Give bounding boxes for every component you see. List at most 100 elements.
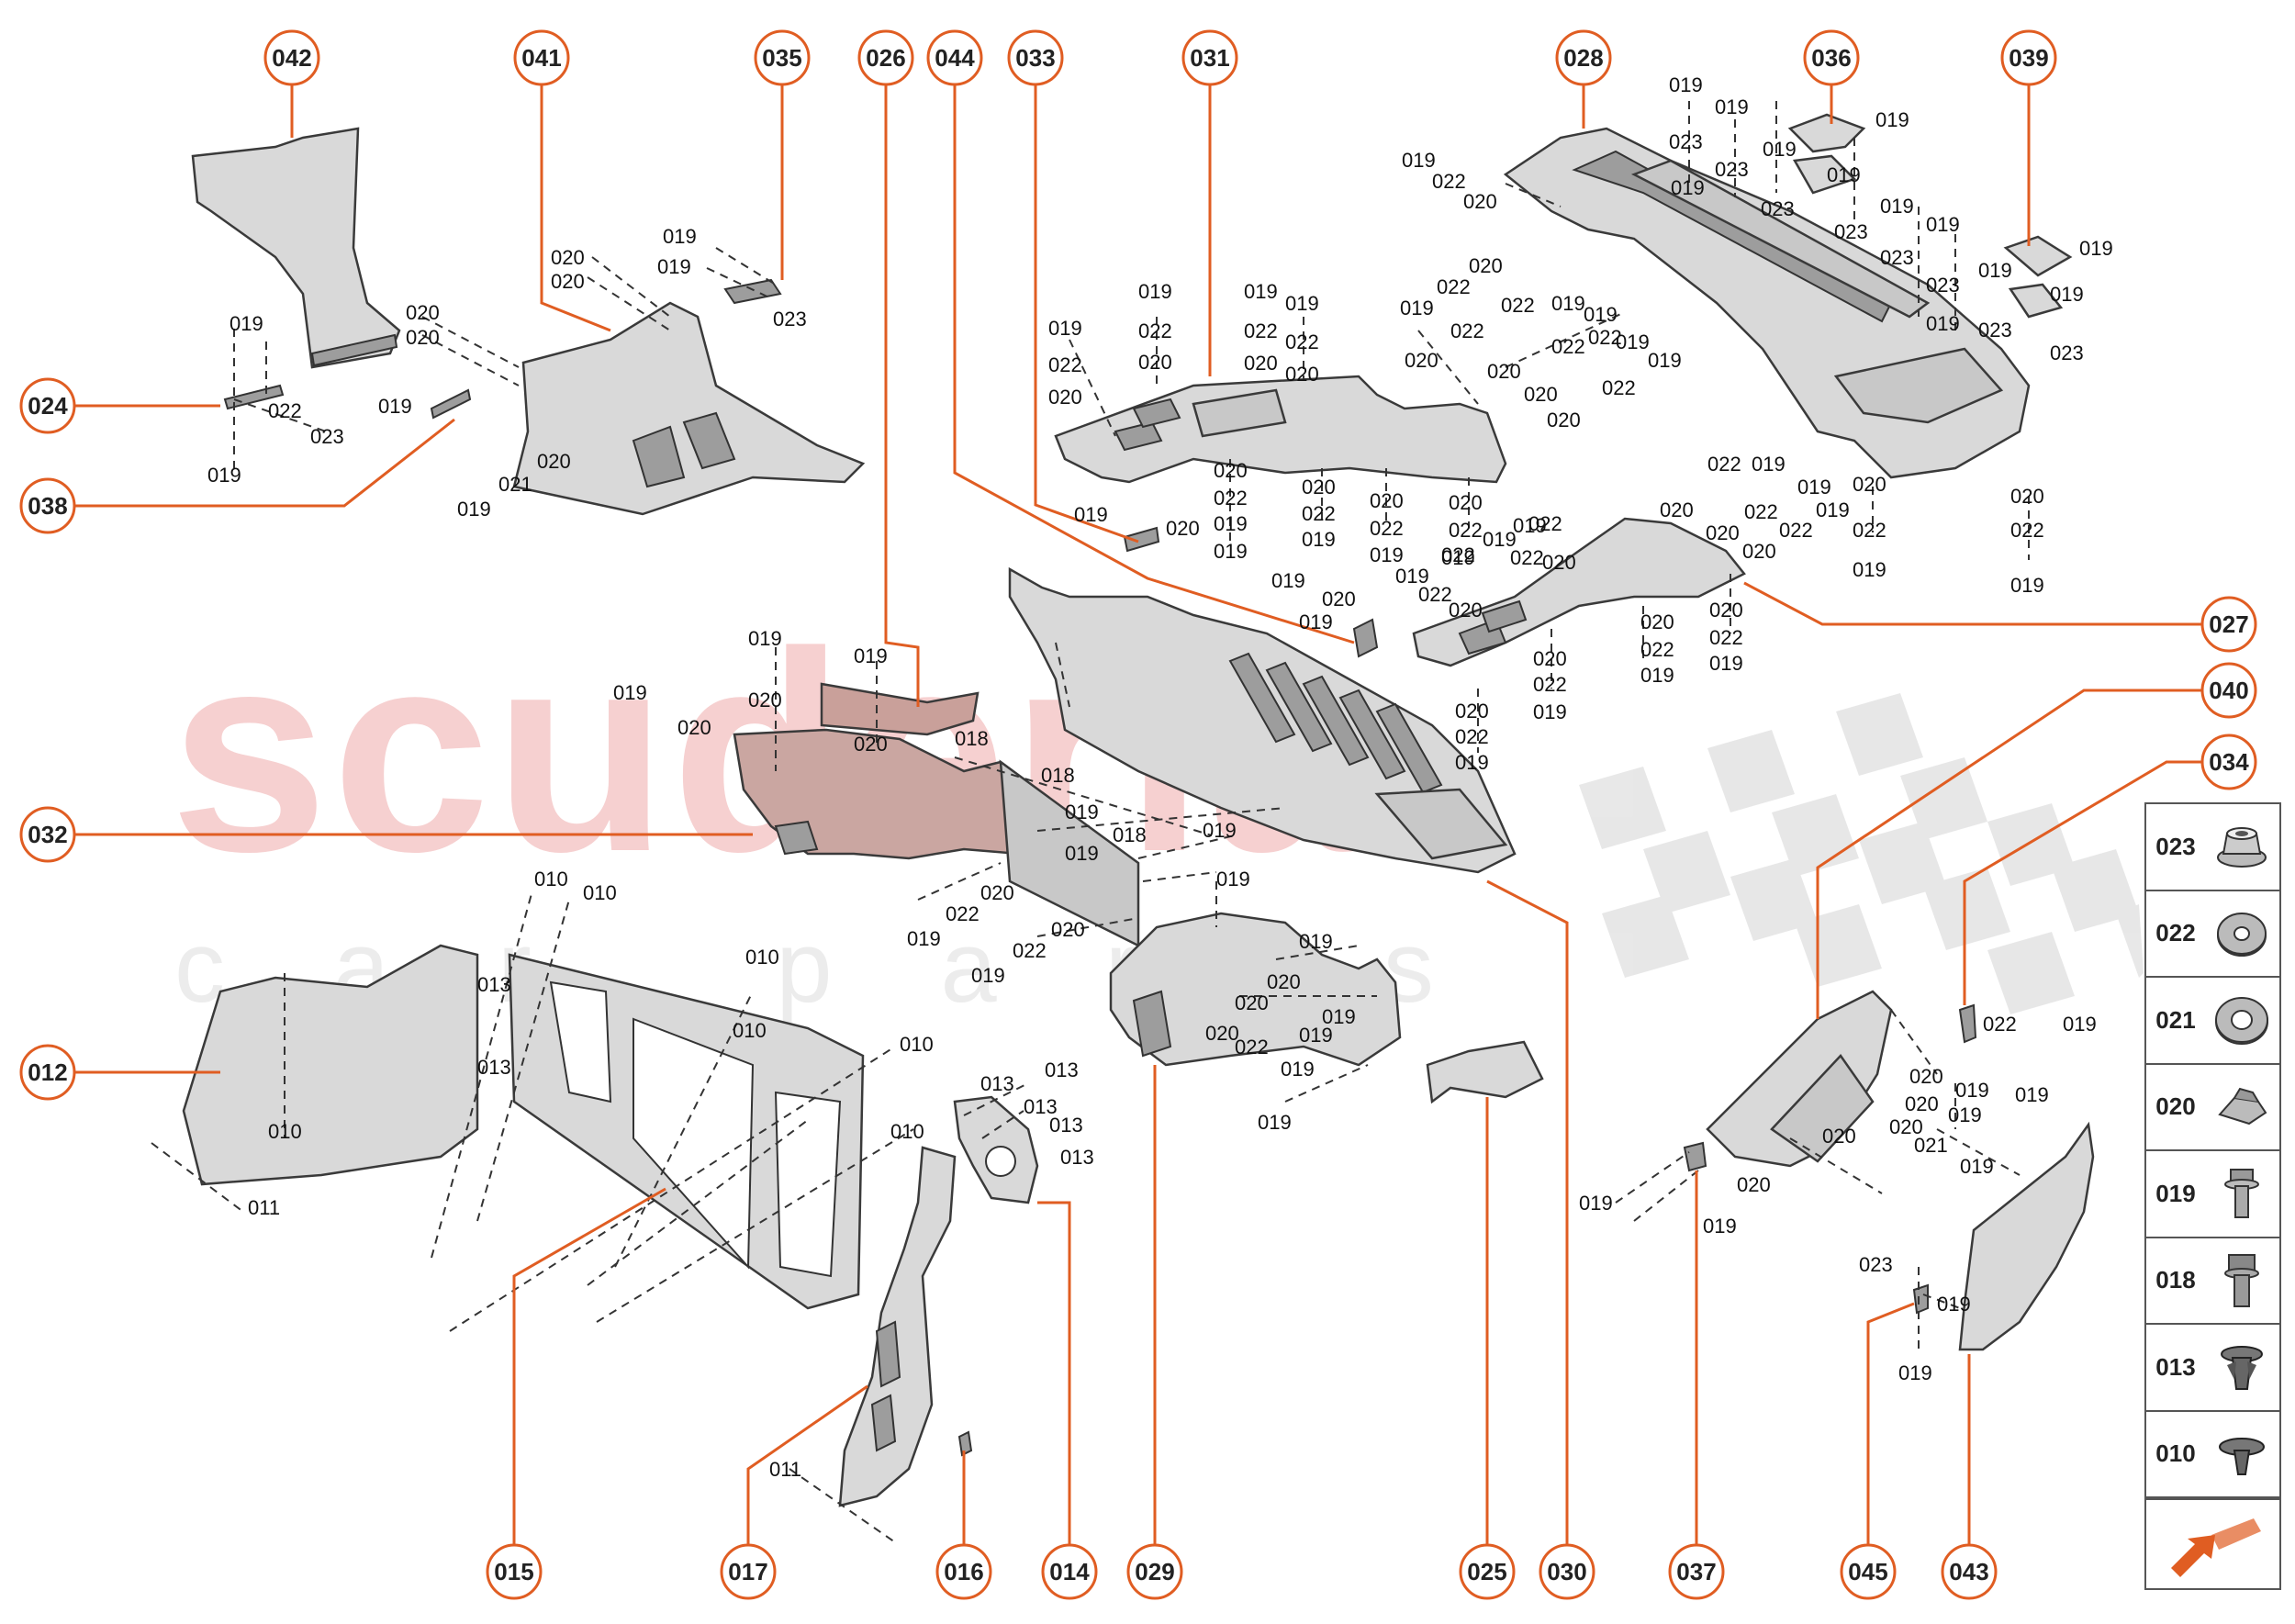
fastener-label: 022 bbox=[1853, 519, 1886, 542]
part-043-panel bbox=[1958, 1121, 2095, 1351]
fastener-label: 019 bbox=[1579, 1192, 1613, 1215]
fastener-label: 019 bbox=[748, 627, 782, 650]
fastener-label: 022 bbox=[1983, 1013, 2017, 1036]
callout-028[interactable]: 028 bbox=[1555, 29, 1612, 86]
callout-040[interactable]: 040 bbox=[2200, 662, 2257, 719]
part-030-heat-shield bbox=[1008, 566, 1517, 874]
callout-036[interactable]: 036 bbox=[1803, 29, 1860, 86]
callout-039[interactable]: 039 bbox=[2000, 29, 2057, 86]
fastener-label: 022 bbox=[1510, 546, 1544, 569]
legend-row-023[interactable]: 023 bbox=[2146, 804, 2279, 891]
part-012-panel bbox=[182, 944, 479, 1186]
fastener-label: 019 bbox=[1203, 819, 1237, 842]
fastener-label: 019 bbox=[1214, 512, 1248, 535]
fastener-label: 019 bbox=[2079, 237, 2113, 260]
fastener-label: 019 bbox=[1703, 1215, 1737, 1238]
fastener-label: 023 bbox=[1978, 319, 2012, 342]
fastener-label: 022 bbox=[1602, 376, 1636, 399]
fastener-label: 019 bbox=[1880, 195, 1914, 218]
legend-row-020[interactable]: 020 bbox=[2146, 1065, 2279, 1151]
fastener-label: 022 bbox=[1528, 512, 1562, 535]
fastener-label: 019 bbox=[1214, 540, 1248, 563]
fastener-label: 010 bbox=[268, 1120, 302, 1143]
fastener-label: 022 bbox=[1744, 500, 1778, 523]
legend-row-010[interactable]: 010 bbox=[2146, 1412, 2279, 1498]
panel-clip-icon bbox=[2205, 1417, 2278, 1491]
callout-025[interactable]: 025 bbox=[1459, 1543, 1516, 1600]
fastener-label: 020 bbox=[1742, 540, 1776, 563]
callout-043[interactable]: 043 bbox=[1941, 1543, 1998, 1600]
fastener-label: 023 bbox=[1859, 1253, 1893, 1276]
legend-code: 023 bbox=[2155, 832, 2196, 860]
fastener-label: 019 bbox=[1258, 1111, 1292, 1134]
callout-037[interactable]: 037 bbox=[1668, 1543, 1725, 1600]
fastener-label: 019 bbox=[1671, 176, 1705, 199]
legend-row-019[interactable]: 019 bbox=[2146, 1151, 2279, 1238]
callout-030[interactable]: 030 bbox=[1539, 1543, 1595, 1600]
part-038-bracket bbox=[430, 388, 472, 420]
callout-012[interactable]: 012 bbox=[19, 1044, 76, 1101]
part-028-crossmember bbox=[1503, 127, 2031, 479]
part-039-bracket bbox=[2003, 235, 2073, 319]
fastener-label: 019 bbox=[1752, 453, 1786, 476]
fastener-label: 022 bbox=[1441, 543, 1475, 566]
callout-035[interactable]: 035 bbox=[754, 29, 811, 86]
legend-row-022[interactable]: 022 bbox=[2146, 891, 2279, 978]
fastener-legend: 023 022 021 020 019 bbox=[2144, 802, 2281, 1590]
fastener-label: 023 bbox=[1926, 274, 1960, 297]
callout-045[interactable]: 045 bbox=[1840, 1543, 1897, 1600]
callout-042[interactable]: 042 bbox=[263, 29, 320, 86]
fastener-label: 019 bbox=[663, 225, 697, 248]
fastener-label: 019 bbox=[1763, 138, 1797, 161]
svg-text:039: 039 bbox=[2009, 44, 2048, 72]
callout-016[interactable]: 016 bbox=[935, 1543, 992, 1600]
callout-026[interactable]: 026 bbox=[857, 29, 914, 86]
callout-015[interactable]: 015 bbox=[486, 1543, 543, 1600]
fastener-label: 011 bbox=[248, 1196, 280, 1219]
fastener-label: 022 bbox=[1285, 330, 1319, 353]
fastener-label: 019 bbox=[657, 255, 691, 278]
fastener-label: 019 bbox=[1816, 498, 1850, 521]
fastener-label: 019 bbox=[1875, 108, 1909, 131]
fastener-label: 019 bbox=[1299, 610, 1333, 633]
legend-row-013[interactable]: 013 bbox=[2146, 1325, 2279, 1412]
callout-024[interactable]: 024 bbox=[19, 377, 76, 434]
legend-code: 010 bbox=[2155, 1439, 2196, 1468]
fastener-label: 019 bbox=[1074, 503, 1108, 526]
assembly-lines bbox=[151, 101, 2030, 1543]
fastener-label: 022 bbox=[1048, 353, 1082, 376]
push-rivet-icon bbox=[2205, 1330, 2278, 1404]
fastener-label: 019 bbox=[2050, 283, 2084, 306]
fastener-label: 020 bbox=[1214, 459, 1248, 482]
callout-017[interactable]: 017 bbox=[720, 1543, 777, 1600]
part-034-clip bbox=[1958, 1003, 1977, 1044]
callout-031[interactable]: 031 bbox=[1181, 29, 1238, 86]
clip-nut-icon bbox=[2205, 1070, 2278, 1144]
part-044-bracket bbox=[1352, 618, 1379, 658]
legend-row-018[interactable]: 018 bbox=[2146, 1238, 2279, 1325]
fastener-label: 018 bbox=[955, 727, 989, 750]
fastener-label: 019 bbox=[1441, 546, 1475, 569]
legend-row-021[interactable]: 021 bbox=[2146, 978, 2279, 1065]
fastener-label: 019 bbox=[613, 681, 647, 704]
fastener-label: 020 bbox=[1405, 349, 1439, 372]
callout-027[interactable]: 027 bbox=[2200, 596, 2257, 653]
callout-044[interactable]: 044 bbox=[926, 29, 983, 86]
callout-014[interactable]: 014 bbox=[1041, 1543, 1098, 1600]
callout-033[interactable]: 033 bbox=[1007, 29, 1064, 86]
svg-text:036: 036 bbox=[1811, 44, 1851, 72]
callout-034[interactable]: 034 bbox=[2200, 734, 2257, 790]
fastener-label: 019 bbox=[1898, 1361, 1932, 1384]
fastener-label: 020 bbox=[854, 733, 888, 756]
fastener-label: 019 bbox=[1216, 868, 1250, 890]
callout-029[interactable]: 029 bbox=[1126, 1543, 1183, 1600]
callout-032[interactable]: 032 bbox=[19, 806, 76, 863]
fastener-label: 020 bbox=[1322, 588, 1356, 610]
part-029-manifold bbox=[1109, 912, 1402, 1067]
fastener-label: 020 bbox=[1235, 991, 1269, 1014]
fastener-label: 019 bbox=[378, 395, 412, 418]
svg-text:035: 035 bbox=[762, 44, 801, 72]
fastener-label: 019 bbox=[1322, 1005, 1356, 1028]
callout-038[interactable]: 038 bbox=[19, 477, 76, 534]
callout-041[interactable]: 041 bbox=[513, 29, 570, 86]
